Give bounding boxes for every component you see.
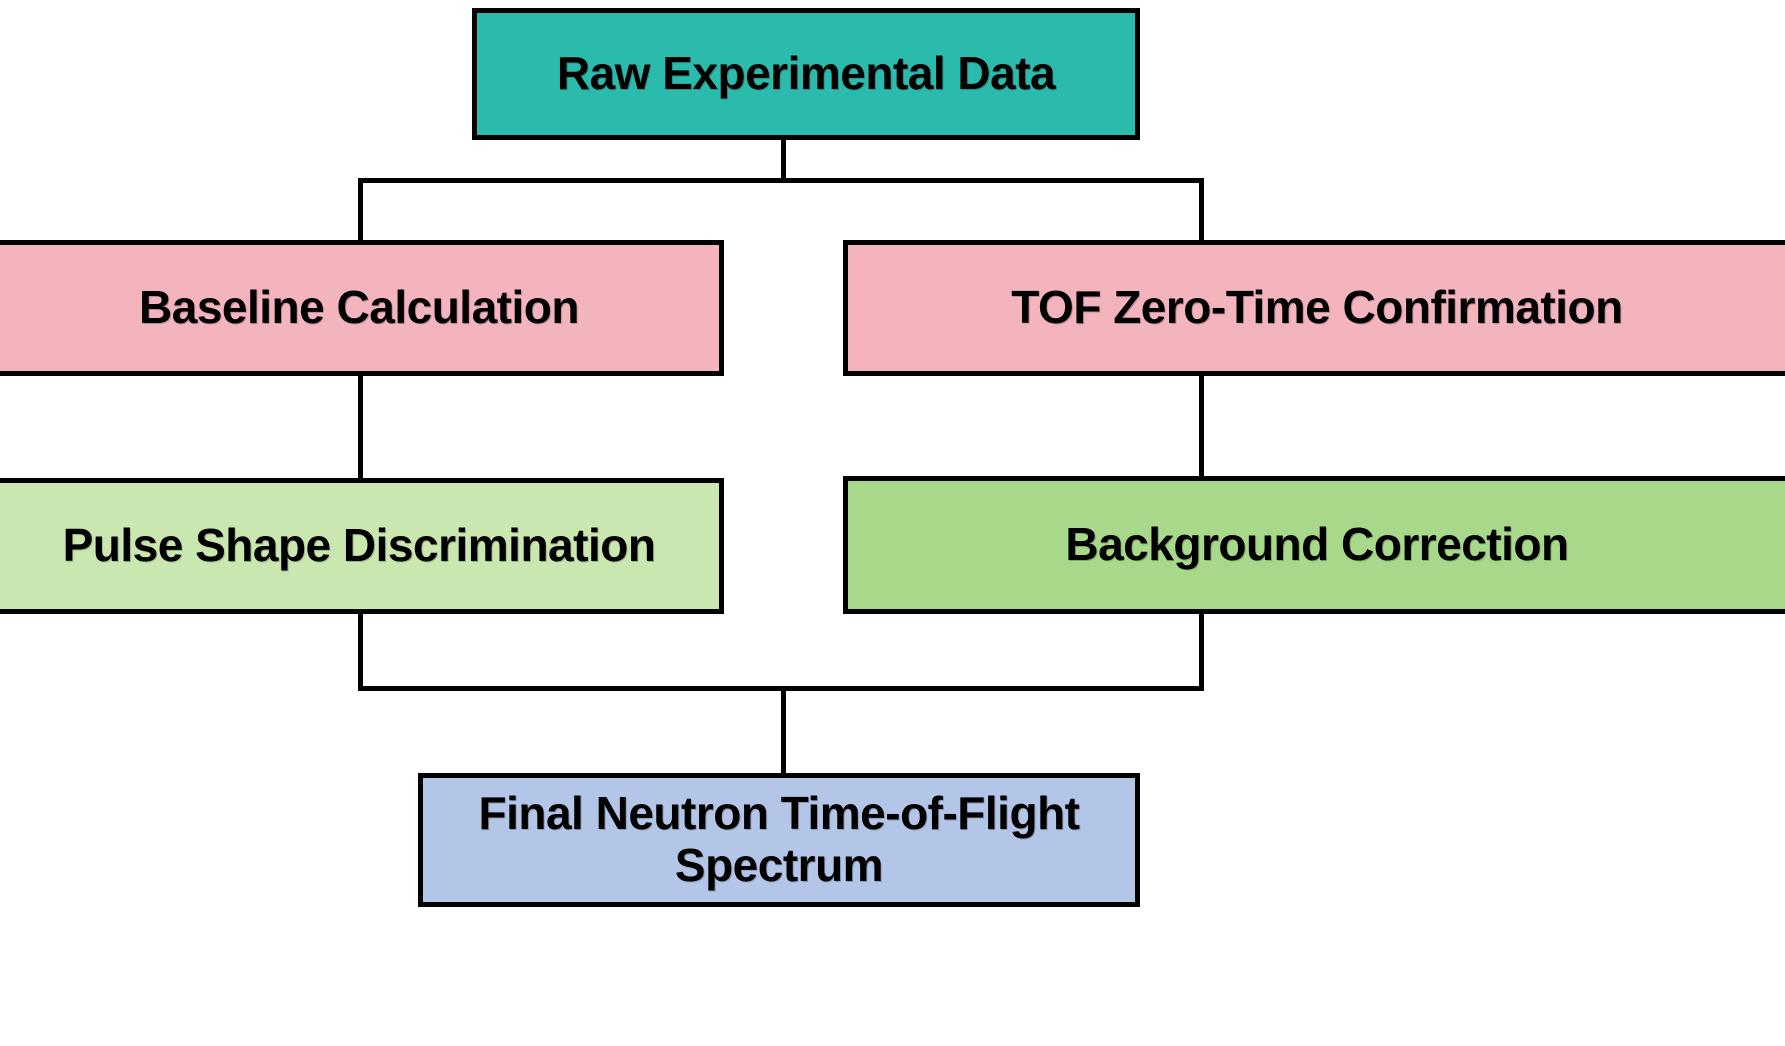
node-pulse-shape-discrimination[interactable]: Pulse Shape Discrimination bbox=[0, 478, 724, 614]
connector-split-to-tof bbox=[1199, 178, 1204, 242]
connector-tof-to-background bbox=[1199, 372, 1204, 478]
node-pulse-shape-discrimination-label: Pulse Shape Discrimination bbox=[62, 519, 656, 572]
connector-baseline-to-pulse-shape bbox=[358, 372, 363, 480]
node-baseline-calculation-label: Baseline Calculation bbox=[139, 281, 579, 334]
node-final-line-2: Spectrum bbox=[674, 839, 884, 891]
connector-merge-to-final bbox=[781, 686, 786, 777]
node-raw-experimental-data[interactable]: Raw Experimental Data bbox=[472, 8, 1140, 140]
connector-pulse-shape-to-merge bbox=[358, 610, 363, 690]
node-tof-zero-time-confirmation[interactable]: TOF Zero-Time Confirmation bbox=[843, 240, 1785, 376]
connector-split-to-baseline bbox=[358, 178, 363, 242]
node-raw-experimental-data-label: Raw Experimental Data bbox=[556, 47, 1056, 100]
node-final-neutron-tof-spectrum-label: Final Neutron Time-of-Flight Spectrum bbox=[459, 788, 1100, 891]
connector-background-to-merge bbox=[1199, 610, 1204, 690]
connector-split-bar bbox=[358, 178, 1204, 183]
node-tof-zero-time-confirmation-label: TOF Zero-Time Confirmation bbox=[1011, 281, 1623, 334]
connector-raw-to-split bbox=[781, 138, 786, 180]
node-baseline-calculation[interactable]: Baseline Calculation bbox=[0, 240, 724, 376]
node-final-neutron-tof-spectrum[interactable]: Final Neutron Time-of-Flight Spectrum bbox=[418, 773, 1140, 907]
node-background-correction-label: Background Correction bbox=[1065, 518, 1569, 571]
node-final-line-1: Final Neutron Time-of-Flight bbox=[478, 787, 1080, 840]
node-background-correction[interactable]: Background Correction bbox=[843, 476, 1785, 614]
